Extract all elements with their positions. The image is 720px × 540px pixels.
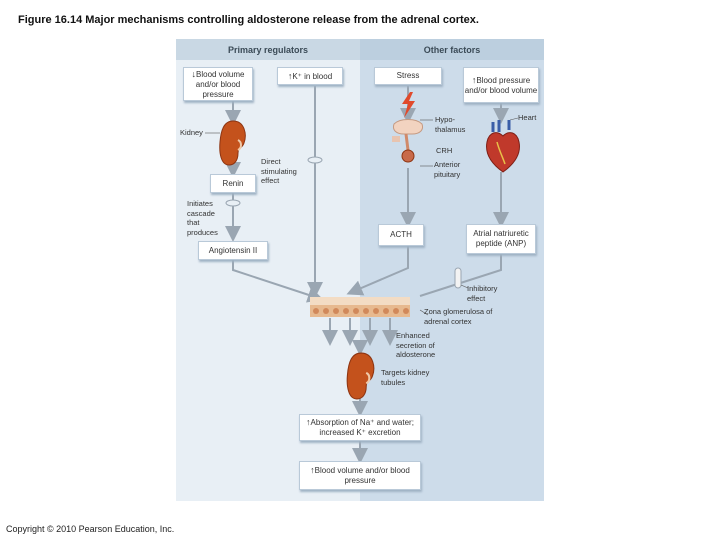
heart-label: Heart: [518, 113, 537, 122]
stress-box: Stress: [374, 67, 442, 85]
inhibitory-marker: [454, 267, 462, 289]
arrow-angiotensin-adrenal: [232, 260, 324, 303]
arrow-anp-adrenal: [419, 254, 502, 297]
arrow-acth-adrenal: [346, 246, 409, 296]
acth-box: ACTH: [378, 224, 424, 246]
direct-effect-marker: [307, 156, 323, 164]
angiotensin-box: Angiotensin II: [198, 241, 268, 260]
down-arrow-icon: ↓: [191, 68, 197, 79]
blood-volume-increase-box: ↑Blood volume and/or blood pressure: [299, 461, 421, 490]
direct-effect-label: Direct stimulating effect: [261, 157, 297, 185]
brain-icon: [392, 119, 423, 163]
blood-pressure-increase-box: ↑Blood pressure and/or blood volume: [463, 67, 539, 103]
kidney-icon: [219, 120, 246, 166]
heart-icon: [486, 120, 520, 173]
initiates-cascade-label: Initiates cascade that produces: [187, 199, 218, 237]
kidney-icon: [346, 352, 375, 400]
zona-glomerulosa-label: Zona glomerulosa of adrenal cortex: [424, 307, 493, 326]
targets-label: Targets kidney tubules: [381, 368, 430, 387]
renin-box: Renin: [210, 174, 256, 193]
absorption-box: ↑Absorption of Na⁺ and water; increased …: [299, 414, 421, 441]
up-arrow-icon: ↑: [310, 465, 315, 475]
other-factors-header: Other factors: [360, 39, 544, 60]
inhibitory-effect-label: Inhibitory effect: [467, 284, 498, 303]
up-arrow-icon: ↑: [287, 70, 293, 81]
up-arrow-icon: ↑: [306, 417, 311, 427]
primary-regulators-header: Primary regulators: [176, 39, 360, 60]
enhanced-secretion-label: Enhanced secretion of aldosterone: [396, 331, 436, 359]
copyright: Copyright © 2010 Pearson Education, Inc.: [6, 524, 175, 534]
blood-volume-decrease-box: ↓Blood volume and/or blood pressure: [183, 67, 253, 101]
figure-title: Figure 16.14 Major mechanisms controllin…: [18, 14, 479, 26]
anp-box: Atrial natriuretic peptide (ANP): [466, 224, 536, 254]
up-arrow-icon: ↑: [471, 74, 477, 85]
k-in-blood-box: ↑K⁺ in blood: [277, 67, 343, 85]
cascade-marker: [225, 199, 241, 207]
hypothalamus-label: Hypo- thalamus: [435, 115, 466, 134]
anterior-pituitary-label: Anterior pituitary: [434, 160, 461, 179]
crh-label: CRH: [436, 146, 453, 155]
kidney-label: Kidney: [180, 128, 203, 137]
adrenal-tissue-icon: [310, 297, 410, 317]
lightning-icon: [402, 92, 415, 118]
